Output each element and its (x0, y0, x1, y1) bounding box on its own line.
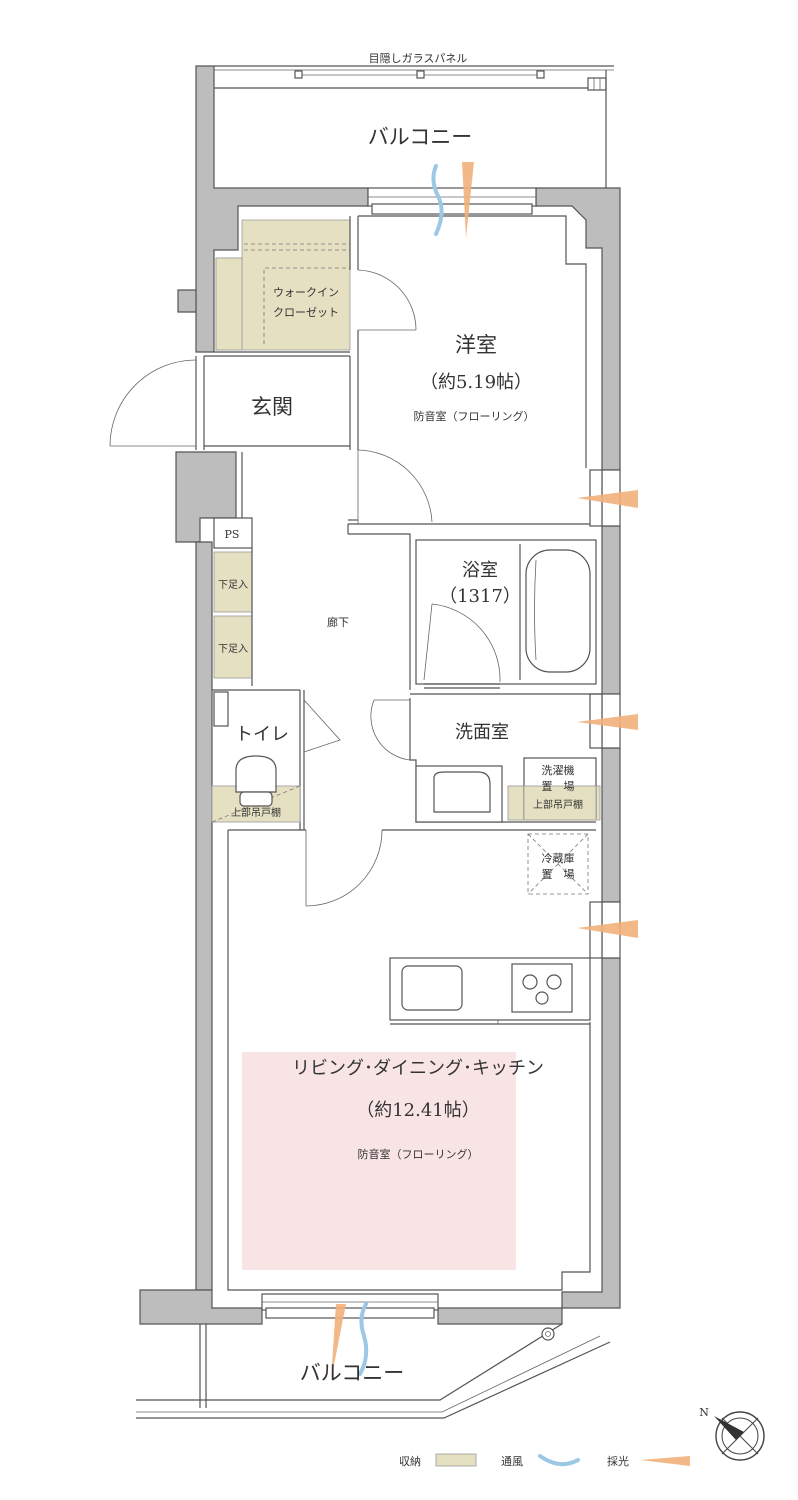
window-top (367, 187, 537, 215)
upper-cabinet-right-label: 上部吊戸棚 (533, 798, 583, 811)
western-room-label: 洋室 (455, 333, 497, 357)
fridge-label-1: 冷蔵庫 (542, 851, 575, 865)
balcony-bottom (136, 1323, 611, 1419)
bathroom (415, 539, 597, 689)
legend-storage-label: 収納 (399, 1455, 421, 1468)
compass-north-label: N (699, 1406, 709, 1419)
glass-panel-label: 目隠しガラスパネル (369, 52, 468, 65)
ldk-room (227, 829, 596, 1291)
window-bottom (261, 1293, 439, 1319)
air-mark-bottom (358, 1302, 369, 1376)
corridor-label: 廊下 (327, 615, 349, 629)
legend-ventilation-label: 通風 (501, 1455, 523, 1468)
walk-in-closet (214, 216, 417, 353)
light-mark-bottom (331, 1304, 346, 1380)
lighting-marks (331, 162, 690, 1466)
balcony-top-label: バルコニー (368, 125, 473, 149)
legend-air-swatch (538, 1454, 580, 1467)
washroom-label: 洗面室 (455, 722, 509, 743)
walkin-closet-label-2: クローゼット (273, 306, 339, 319)
ldk-floor: 防音室（フローリング） (358, 1147, 479, 1161)
light-mark-ldk (577, 920, 638, 938)
ps-label: PS (225, 528, 240, 541)
western-room (348, 215, 602, 525)
labels: 目隠しガラスパネル バルコニー ウォークイン クローゼット 洋室 （約5.19帖… (218, 52, 709, 1468)
ldk-label: リビング･ダイニング･キッチン (292, 1058, 544, 1079)
legend-lighting-label: 採光 (607, 1454, 629, 1468)
washroom (370, 693, 602, 823)
corridor-area (213, 452, 411, 690)
shoe-box-label-1: 下足入 (218, 579, 248, 591)
walls (139, 65, 621, 1325)
light-mark-top (462, 162, 474, 238)
walkin-closet-label-1: ウォークイン (273, 286, 339, 299)
balcony-top (214, 65, 614, 188)
air-mark-top (431, 164, 444, 236)
fridge-label-2: 置 場 (542, 868, 575, 881)
bath-size-label: （1317） (439, 586, 521, 607)
legend-storage-swatch (435, 1453, 477, 1467)
toilet-room (211, 689, 341, 830)
western-room-area: （約5.19帖） (420, 372, 532, 393)
washer-label-1: 洗濯機 (542, 763, 575, 777)
bath-label: 浴室 (462, 560, 498, 581)
upper-cabinet-left-label: 上部吊戸棚 (231, 806, 281, 819)
light-mark-washroom (577, 714, 638, 730)
light-mark-western (577, 490, 638, 508)
legend-light-swatch (640, 1456, 690, 1466)
compass-icon (714, 1411, 765, 1461)
ldk-area: （約12.41帖） (356, 1100, 480, 1121)
entrance-area (109, 355, 351, 450)
shoe-box-label-2: 下足入 (218, 643, 248, 655)
washer-label-2: 置 場 (542, 780, 575, 793)
entrance-label: 玄関 (251, 395, 293, 419)
western-room-floor: 防音室（フローリング） (414, 409, 535, 423)
ventilation-marks (358, 164, 580, 1467)
toilet-label: トイレ (235, 724, 289, 745)
balcony-bottom-label: バルコニー (300, 1361, 405, 1385)
